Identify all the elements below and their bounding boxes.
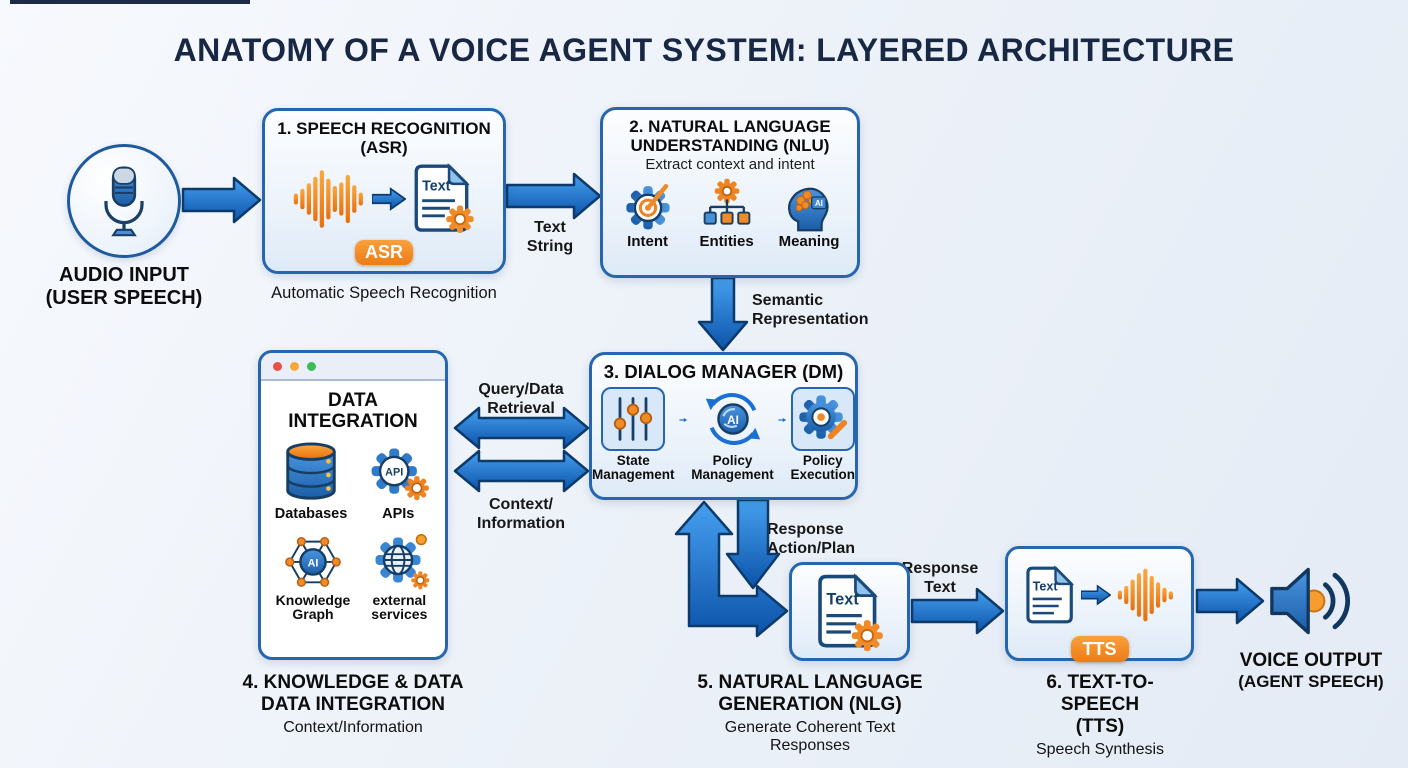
di-item-knowledge-graph: AI Knowledge Graph [276, 529, 350, 622]
window-titlebar [261, 353, 445, 381]
gear-hierarchy-icon [703, 178, 750, 225]
text-document-gear-icon: Text [414, 163, 474, 233]
data-integration-window: DATA INTEGRATION Databases API [258, 350, 448, 660]
asr-caption: Automatic Speech Recognition [271, 284, 497, 302]
svg-text:AI: AI [308, 557, 319, 569]
window-control-red-icon [273, 361, 282, 371]
arrow-nlu-to-dm [697, 276, 749, 352]
text-document-gear-icon: Text [817, 572, 883, 651]
asr-box: 1. SPEECH RECOGNITION (ASR) Te [262, 108, 506, 274]
window-control-green-icon [307, 361, 316, 371]
text-string-label: Text String [526, 219, 574, 255]
ai-head-brain-icon: AI [788, 187, 829, 231]
data-integration-title: DATA INTEGRATION [288, 390, 418, 433]
nlg-box: Text [789, 562, 910, 661]
dm-title: 3. DIALOG MANAGER (DM) [603, 361, 844, 382]
audio-input-node [67, 144, 181, 258]
nlu-box: 2. NATURAL LANGUAGE UNDERSTANDING (NLU) … [600, 107, 860, 278]
asr-badge: ASR [355, 240, 413, 265]
arrow-dm-response-down [725, 498, 781, 590]
tts-badge: TTS [1070, 636, 1129, 662]
arrow-di-dm-top [453, 406, 590, 450]
context-information-label: Context/ Information [477, 496, 565, 532]
voice-output-label: VOICE OUTPUT (AGENT SPEECH) [1238, 650, 1384, 692]
ai-brain-cycle-icon: AI [705, 392, 760, 445]
waveform-icon [1117, 568, 1173, 622]
semantic-representation-label: Semantic Representation [752, 292, 869, 328]
arrow-dm-nlg-elbow [674, 500, 789, 638]
nlu-item-meaning: AI Meaning [779, 178, 839, 250]
arrow-right-icon [372, 187, 406, 211]
database-icon [286, 441, 336, 500]
dm-item-policy-execution: Policy Execution [790, 386, 855, 482]
svg-text:Text: Text [826, 590, 859, 608]
nlg-caption: 5. NATURAL LANGUAGE GENERATION (NLG) Gen… [697, 672, 923, 755]
dm-item-policy-management: AI Policy Management [691, 387, 774, 482]
nlu-item-entities: Entities [699, 178, 755, 250]
arrow-mic-to-asr [181, 176, 262, 224]
window-control-yellow-icon [290, 361, 299, 371]
asr-title: 1. SPEECH RECOGNITION (ASR) [277, 119, 491, 158]
arrow-right-icon [778, 417, 787, 422]
svg-text:Text: Text [1032, 579, 1058, 593]
svg-text:AI: AI [815, 199, 823, 208]
microphone-icon [104, 166, 144, 237]
arrow-right-icon [1080, 584, 1111, 606]
gear-target-dart-icon [625, 183, 670, 229]
knowledge-graph-icon: AI [285, 536, 341, 587]
dm-box: 3. DIALOG MANAGER (DM) State Manageme [589, 352, 858, 500]
page-title: ANATOMY OF A VOICE AGENT SYSTEM: LAYERED… [173, 32, 1235, 68]
query-data-retrieval-label: Query/Data Retrieval [478, 381, 564, 417]
api-gear-icon: API [371, 447, 430, 500]
tts-caption: 6. TEXT-TO-SPEECH (TTS) Speech Synthesis [1035, 672, 1165, 759]
arrow-asr-to-nlu [505, 172, 602, 220]
response-text-label: Response Text [901, 560, 979, 596]
text-document-icon: Text [1025, 565, 1074, 624]
sliders-icon [614, 396, 653, 441]
di-item-external-services: external services [368, 529, 430, 622]
dm-item-state-management: State Management [592, 386, 675, 482]
svg-text:Text: Text [422, 179, 451, 195]
di-item-apis: API APIs [365, 441, 431, 522]
svg-text:AI: AI [727, 414, 739, 427]
tts-box: Text TTS [1005, 546, 1194, 662]
di-item-databases: Databases [275, 441, 347, 522]
arrow-tts-to-speaker [1195, 577, 1265, 625]
audio-input-label: AUDIO INPUT (USER SPEECH) [45, 264, 203, 310]
arrow-di-dm-bottom [453, 449, 590, 493]
top-edge-artifact [10, 0, 250, 4]
svg-text:API: API [385, 466, 403, 478]
data-integration-caption: 4. KNOWLEDGE & DATA DATA INTEGRATION Con… [242, 672, 464, 737]
arrow-nlg-to-tts [910, 587, 1005, 635]
gear-arrow-icon [799, 395, 847, 439]
speaker-icon [1270, 567, 1350, 635]
globe-gear-icon [375, 533, 430, 590]
nlu-item-intent: Intent [621, 178, 675, 250]
nlu-title: 2. NATURAL LANGUAGE UNDERSTANDING (NLU) [629, 117, 831, 156]
waveform-icon [293, 170, 363, 228]
arrow-right-icon [678, 417, 687, 422]
response-action-plan-label: Response Action/Plan [767, 521, 856, 557]
nlu-subtitle: Extract context and intent [645, 156, 815, 174]
voice-output-node [1266, 558, 1358, 649]
